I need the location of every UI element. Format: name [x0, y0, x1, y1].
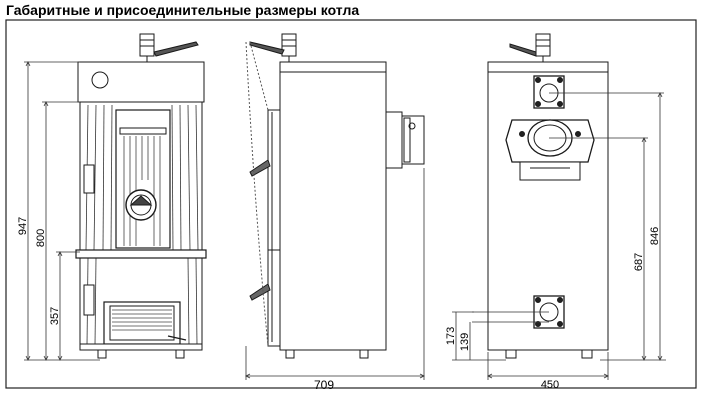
side-handle-upper [249, 159, 271, 177]
front-ribs [85, 104, 199, 346]
back-dimensions [452, 92, 666, 380]
side-flue-outlet [385, 111, 403, 169]
front-flue-pipe [139, 33, 155, 57]
front-view [75, 33, 207, 359]
dim-back-low-upper: 173 [445, 327, 457, 345]
front-top-cover [77, 61, 205, 103]
side-view [245, 33, 425, 359]
dim-back-upper-height: 846 [649, 227, 661, 245]
side-handle-lower [249, 283, 271, 301]
front-lower-door [103, 301, 181, 345]
dim-back-low-lower: 139 [459, 333, 471, 351]
dim-side-depth: 709 [314, 378, 334, 392]
side-dimensions [245, 168, 425, 380]
front-dimensions [24, 61, 100, 361]
front-base [79, 343, 203, 351]
dim-front-lower-height: 357 [49, 307, 61, 325]
front-middle-ledge [75, 249, 207, 259]
front-sight-hole [91, 71, 109, 89]
boiler-dimensions-diagram: 947 800 357 7 [5, 19, 697, 392]
page-title: Габаритные и присоединительные размеры к… [6, 2, 360, 18]
side-door-swing [245, 41, 269, 347]
side-flue-pipe [281, 33, 297, 57]
back-view [487, 33, 609, 359]
side-body [279, 61, 387, 351]
front-hinge-upper [83, 164, 95, 194]
dim-front-door-height: 800 [35, 229, 47, 247]
side-door-profile [267, 109, 281, 347]
front-hinge-lower [83, 284, 95, 316]
diagram-frame [5, 19, 697, 389]
front-draft-lever [153, 41, 199, 57]
dim-front-total-height: 947 [17, 217, 29, 235]
front-upper-door [115, 109, 171, 249]
dim-back-width: 450 [541, 379, 559, 391]
back-flue-pipe [535, 33, 551, 57]
dim-back-middle-height: 687 [633, 253, 645, 271]
